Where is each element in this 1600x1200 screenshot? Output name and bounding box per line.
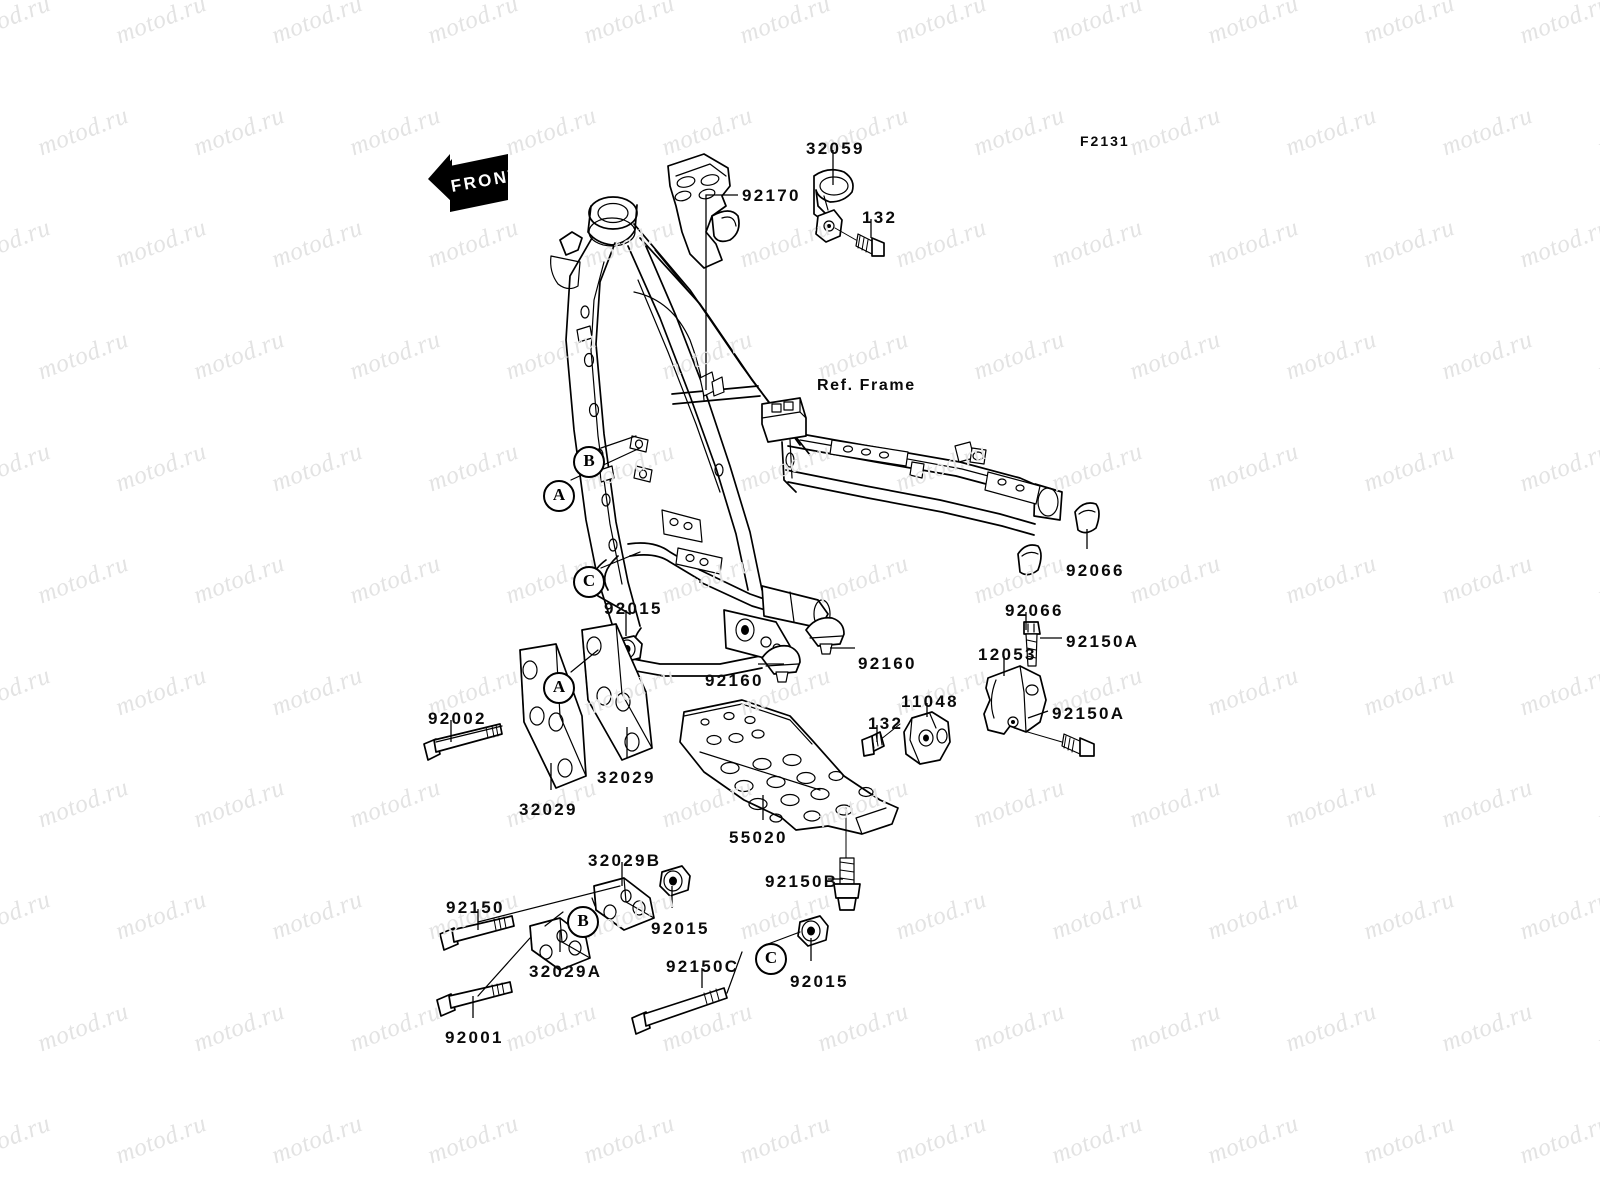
part-92002-bolt <box>423 723 503 761</box>
diagram-code: F2131 <box>1080 133 1130 149</box>
part-number-label: 92150B <box>765 872 839 891</box>
reference-marker-b: B <box>567 906 599 938</box>
bolt-132-lower <box>861 723 901 757</box>
part-32059-clamp <box>813 168 854 243</box>
part-leader-lines <box>450 150 1088 1018</box>
leader-line <box>1027 710 1049 719</box>
part-32029B-plate <box>593 877 655 931</box>
part-number-label: 132 <box>868 714 904 733</box>
main-frame-assembly <box>550 196 1063 677</box>
bolt-92150A-lower <box>1013 727 1095 757</box>
part-11048-bracket <box>903 711 951 765</box>
part-92015-collar-lower <box>797 915 829 947</box>
part-number-label: 92015 <box>604 599 663 618</box>
part-92066-cap-lower <box>1017 544 1042 576</box>
part-number-label: 92150A <box>1052 704 1126 723</box>
part-92160-plug-left <box>761 644 801 683</box>
bolt-92150 <box>439 885 621 951</box>
part-32029-plate-right <box>581 623 653 761</box>
part-number-label: 92001 <box>445 1028 504 1047</box>
reference-marker-a: A <box>543 672 575 704</box>
part-number-label: 92150A <box>1066 632 1140 651</box>
bolt-92001 <box>436 937 531 1017</box>
part-number-label: 92160 <box>705 671 764 690</box>
part-number-label: 55020 <box>729 828 788 847</box>
part-92015-collar-mid <box>659 865 691 897</box>
part-number-label: 92066 <box>1005 601 1064 620</box>
part-number-label: 92170 <box>742 186 801 205</box>
bolt-92150A-upper <box>1023 621 1041 667</box>
reference-marker-b: B <box>573 446 605 478</box>
part-55020-skid-plate <box>679 699 899 835</box>
part-number-label: 92066 <box>1066 561 1125 580</box>
part-number-label: 12053 <box>978 645 1037 664</box>
reference-marker-a: A <box>543 480 575 512</box>
part-92170-bracket <box>667 153 740 269</box>
bolt-132-upper <box>834 227 885 257</box>
part-number-label: 92015 <box>790 972 849 991</box>
bolt-92150C <box>631 987 728 1035</box>
head-tube <box>587 196 638 247</box>
leader-line <box>705 194 738 390</box>
front-direction-indicator: FRONT <box>428 154 516 212</box>
part-number-label: 32029A <box>529 962 603 981</box>
engine-mount-block <box>761 397 807 493</box>
part-92066-cap-upper <box>1074 502 1100 534</box>
part-number-label: 11048 <box>901 692 959 711</box>
reference-marker-c: C <box>755 943 787 975</box>
part-number-label: 92015 <box>651 919 710 938</box>
part-32029-plate-left <box>519 643 587 789</box>
part-number-label: 92150 <box>446 898 505 917</box>
part-number-label: 132 <box>862 208 898 227</box>
part-number-label: 92002 <box>428 709 487 728</box>
reference-marker-c: C <box>573 566 605 598</box>
part-number-label: 32029 <box>597 768 656 787</box>
part-92160-plug-right <box>805 616 845 655</box>
part-number-label: 92160 <box>858 654 917 673</box>
part-number-label: 92150C <box>666 957 740 976</box>
part-number-label: 32029 <box>519 800 578 819</box>
part-number-label: 32059 <box>806 139 865 158</box>
ref-frame-label: Ref. Frame <box>817 377 916 394</box>
part-number-label: 32029B <box>588 851 662 870</box>
bolt-92150B <box>833 807 861 911</box>
